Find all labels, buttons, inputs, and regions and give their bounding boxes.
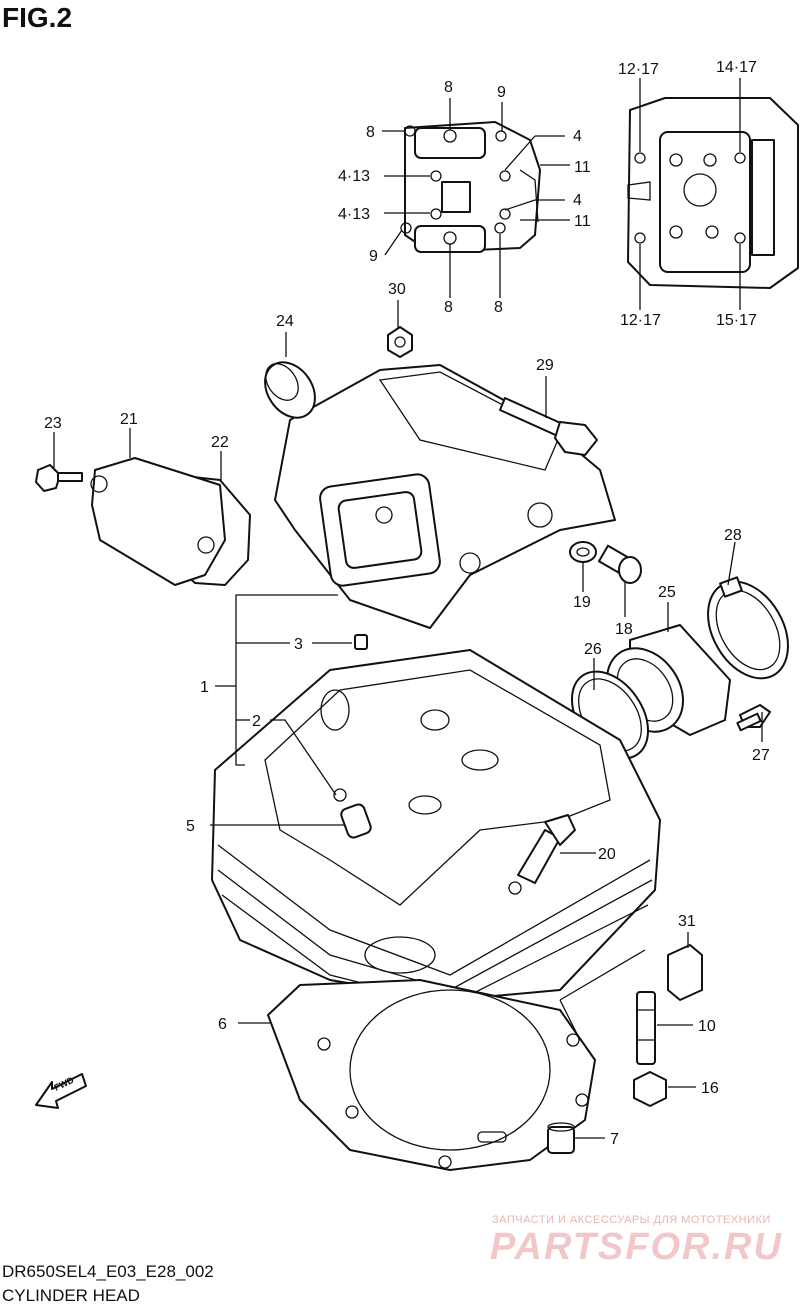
part-7-dowel: [547, 1122, 575, 1154]
callout-4: 4: [573, 128, 582, 145]
part-6-head-gasket: [267, 979, 596, 1171]
part-31-damper: [667, 944, 703, 1001]
callout-10: 10: [698, 1018, 716, 1035]
callout-30: 30: [388, 281, 406, 298]
callout-9: 9: [369, 248, 378, 265]
callout-2: 2: [252, 713, 261, 730]
callout-21: 21: [120, 411, 138, 428]
callout-15-17: 15·17: [716, 312, 757, 329]
part-29-bolt: [499, 397, 598, 456]
diagram-code: DR650SEL4_E03_E28_002: [2, 1262, 214, 1281]
part-28-clamp: [707, 576, 789, 680]
callout-27: 27: [752, 747, 770, 764]
part-23-bolt: [35, 464, 83, 492]
group-bracket-leaders: [210, 594, 596, 854]
callout-8: 8: [444, 79, 453, 96]
part-21-side-cover: [90, 457, 226, 586]
part-19-washer: [569, 541, 597, 563]
inset-leader-lines: [382, 98, 570, 298]
callout-23: 23: [44, 415, 62, 432]
part-16-nut: [633, 1071, 667, 1107]
callout-8: 8: [494, 299, 503, 316]
callout-11: 11: [574, 159, 591, 176]
callout-7: 7: [610, 1131, 619, 1148]
callout-25: 25: [658, 584, 676, 601]
watermark-logo: PARTSFOR.RU: [490, 1226, 783, 1268]
part-27-bolt: [736, 704, 771, 732]
callout-12-17: 12·17: [618, 61, 659, 78]
diagram-name: CYLINDER HEAD: [2, 1286, 140, 1305]
callout-1: 1: [200, 679, 209, 696]
part-2-pin: [333, 788, 347, 802]
part-20-spark-plug: [508, 814, 576, 895]
part-10-stud: [636, 991, 656, 1065]
watermark-tagline: ЗАПЧАСТИ И АКСЕССУАРЫ ДЛЯ МОТОТЕХНИКИ: [492, 1214, 771, 1226]
callout-28: 28: [724, 527, 742, 544]
callout-20: 20: [598, 846, 616, 863]
part-3-dowel: [354, 634, 368, 650]
part-30-nut: [387, 326, 413, 358]
callout-4-13: 4·13: [338, 206, 370, 223]
callout-31: 31: [678, 913, 696, 930]
callout-22: 22: [211, 434, 229, 451]
callout-12-17: 12·17: [620, 312, 661, 329]
figure-title: FIG.2: [2, 2, 73, 33]
part-24-sleeve: [264, 361, 316, 419]
part-1-cylinder-head: [211, 649, 661, 1006]
callout-6: 6: [218, 1016, 227, 1033]
callout-4: 4: [573, 192, 582, 209]
callout-5: 5: [186, 818, 195, 835]
callout-8: 8: [366, 124, 375, 141]
callout-24: 24: [276, 313, 294, 330]
inset-head-bolt-diagram: [627, 97, 799, 289]
callout-8: 8: [444, 299, 453, 316]
callout-11: 11: [574, 213, 591, 230]
callout-29: 29: [536, 357, 554, 374]
assembly-guide-lines: [559, 949, 646, 1041]
callout-19: 19: [573, 594, 591, 611]
callout-14-17: 14·17: [716, 59, 757, 76]
callout-18: 18: [615, 621, 633, 638]
fwd-arrow-icon: FWD: [35, 1073, 87, 1109]
callout-26: 26: [584, 641, 602, 658]
inset-leader-lines-right: [639, 78, 741, 310]
callout-4-13: 4·13: [338, 168, 370, 185]
part-18-plug: [597, 544, 642, 584]
callout-3: 3: [294, 636, 303, 653]
callout-9: 9: [497, 84, 506, 101]
cylinder-head-cover: [274, 364, 616, 629]
callout-16: 16: [701, 1080, 719, 1097]
inset-cam-cap-diagram: [400, 121, 541, 253]
